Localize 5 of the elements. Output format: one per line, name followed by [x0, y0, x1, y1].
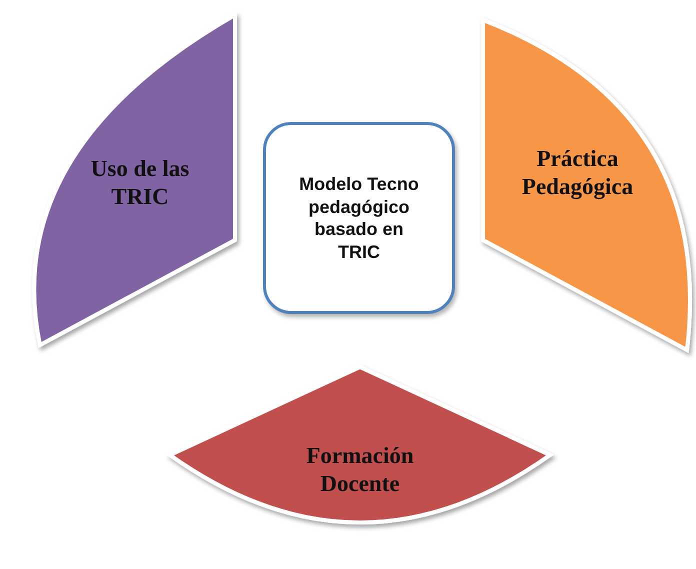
segment-label: Práctica Pedagógica	[520, 144, 634, 200]
center-box	[263, 122, 455, 314]
segment-label: Formación Docente	[305, 442, 415, 498]
center-label: Modelo Tecno pedagógico basado en TRIC	[299, 173, 419, 263]
segment-label: Uso de las TRIC	[90, 154, 190, 210]
